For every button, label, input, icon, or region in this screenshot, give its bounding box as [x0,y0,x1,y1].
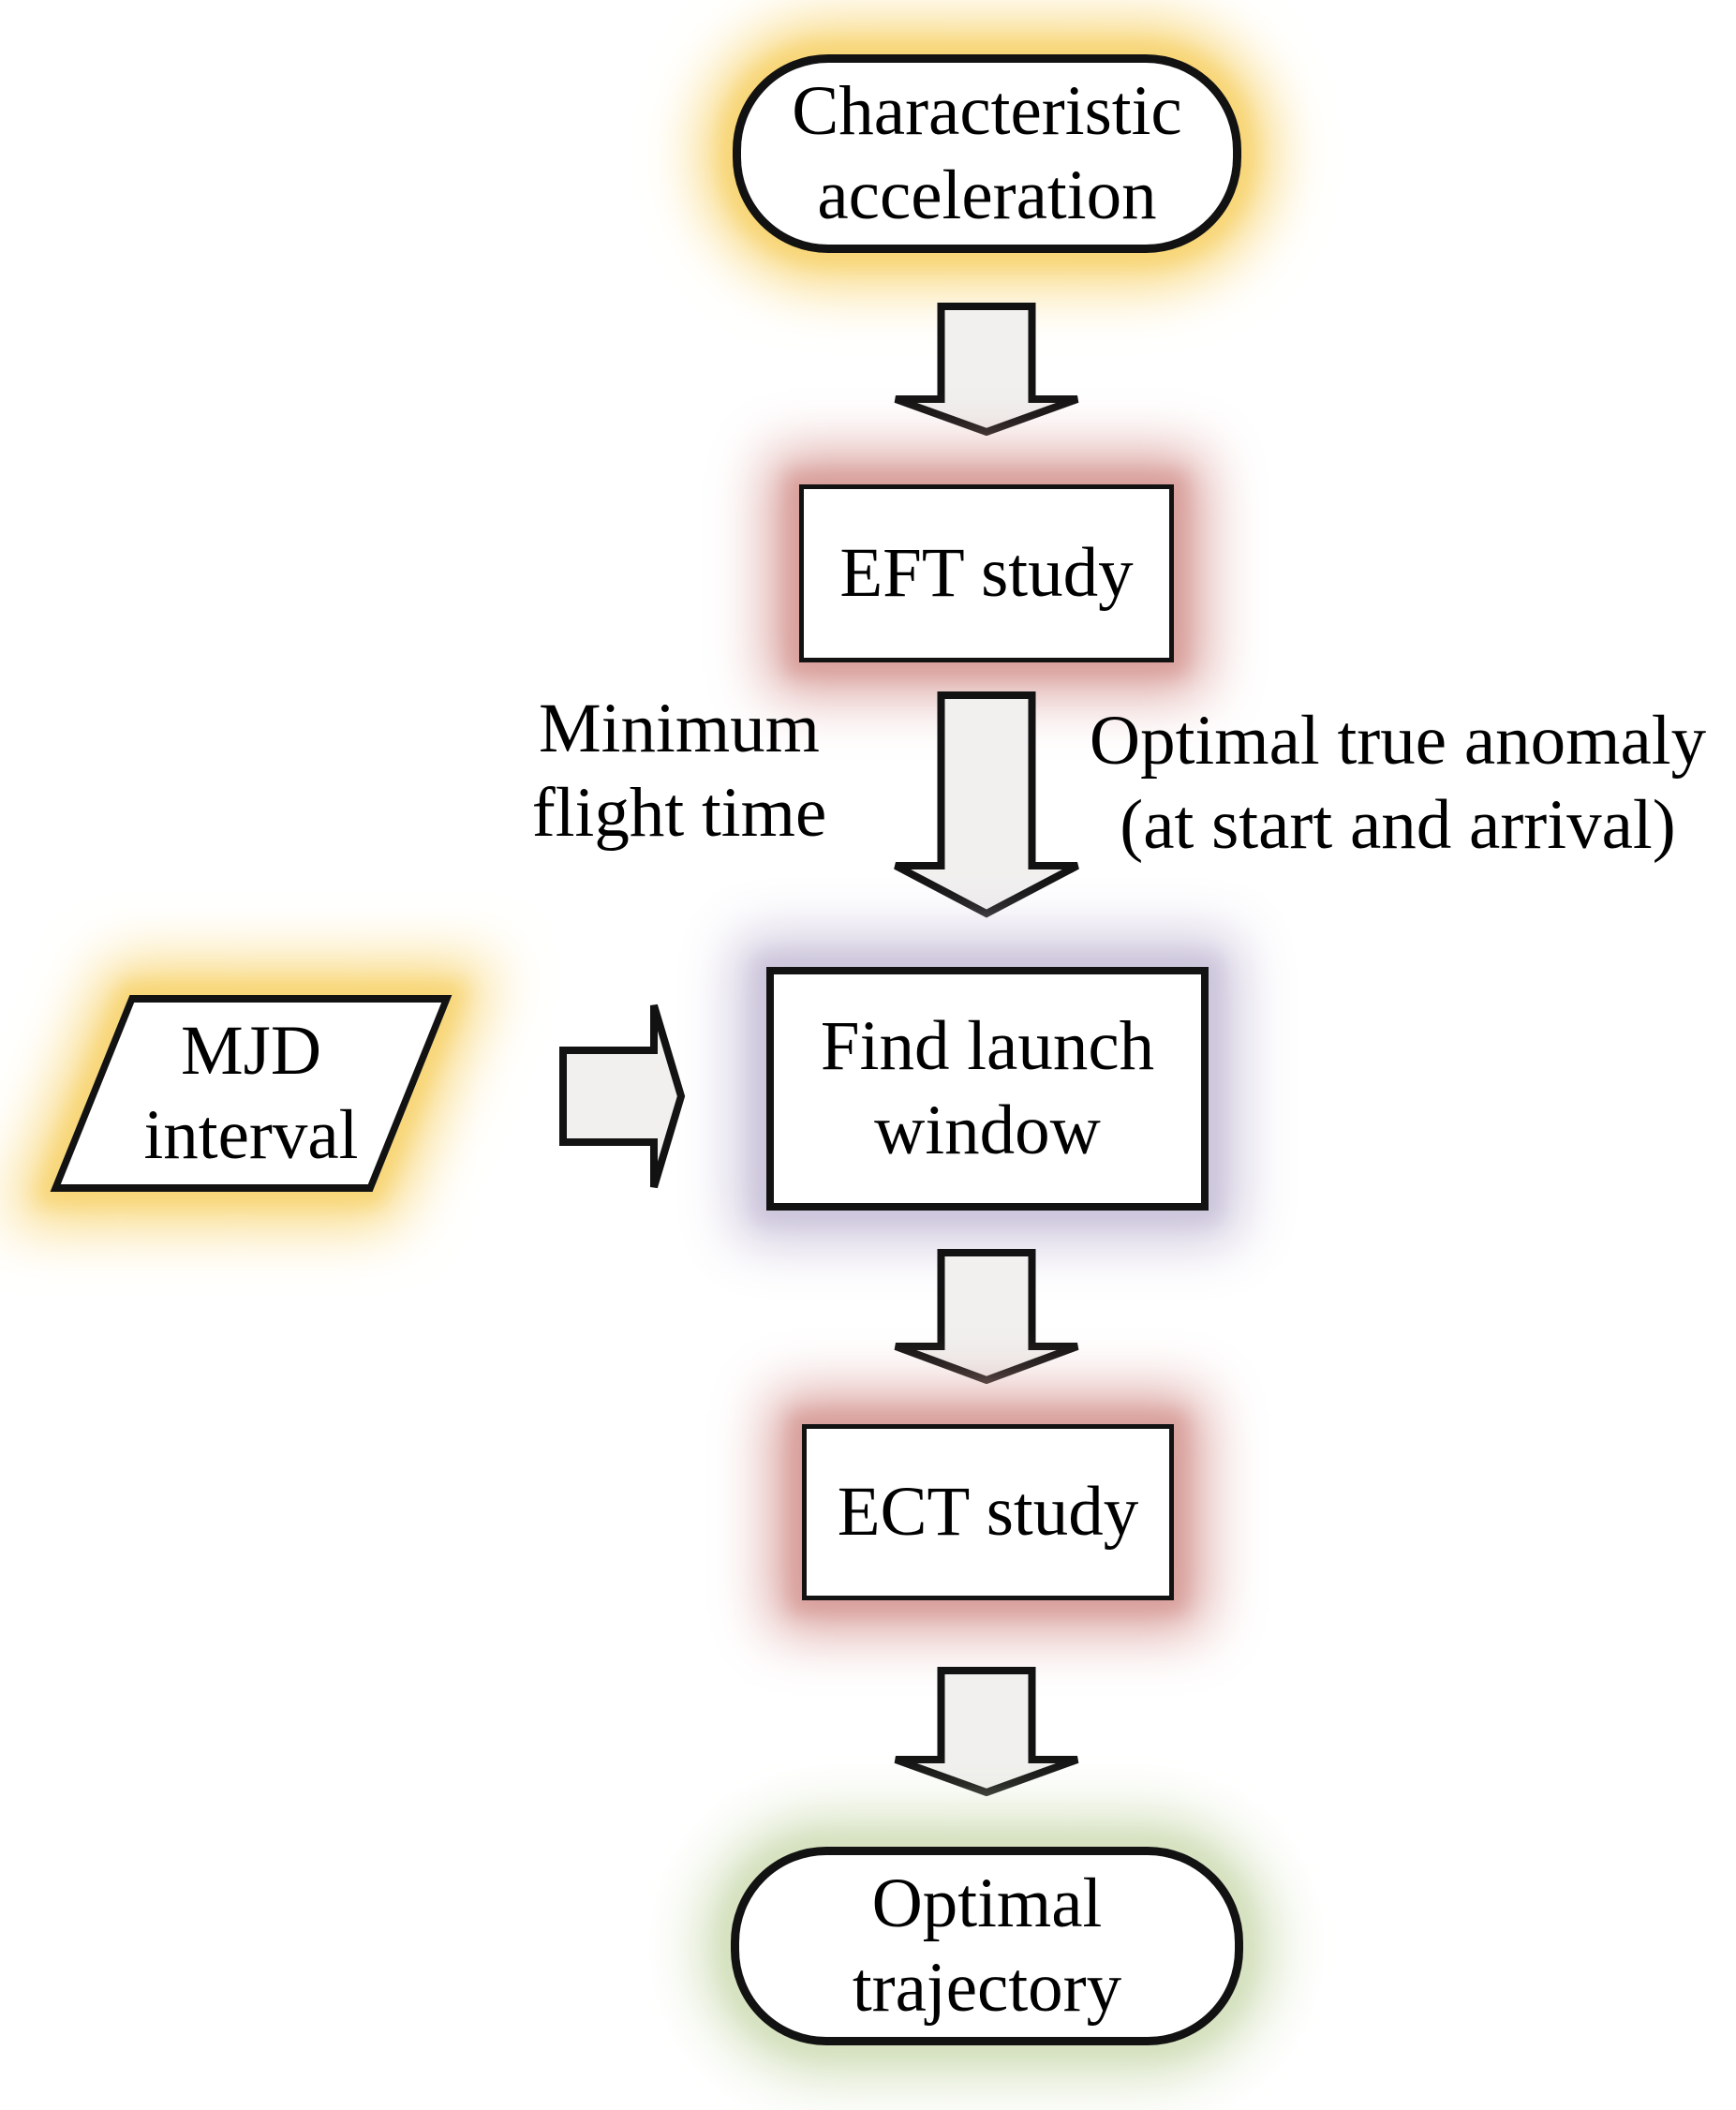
edge-label-minimum-flight-time-line2: flight time [531,774,827,852]
node-mjd-interval-line2: interval [143,1096,359,1174]
edge-label-optimal-true-anomaly: Optimal true anomaly (at start and arriv… [1070,699,1726,868]
node-find-launch-window-line2: window [874,1092,1101,1169]
arrow-down-1 [894,303,1079,436]
node-find-launch-window: Find launch window [766,967,1209,1211]
node-eft-study: EFT study [799,484,1174,662]
node-ect-study-label: ECT study [837,1473,1139,1551]
node-characteristic-acceleration-line2: acceleration [817,156,1157,234]
node-optimal-trajectory-line1: Optimal [871,1865,1103,1942]
edge-label-optimal-true-anomaly-line1: Optimal true anomaly [1089,702,1707,780]
edge-label-optimal-true-anomaly-line2: (at start and arrival) [1120,786,1676,864]
arrow-down-4 [894,1667,1079,1796]
edge-label-minimum-flight-time-line1: Minimum [538,690,821,767]
arrow-down-3 [894,1249,1079,1384]
node-find-launch-window-line1: Find launch [820,1007,1155,1085]
node-characteristic-acceleration: Characteristic acceleration [733,54,1241,253]
node-mjd-interval-line1: MJD [180,1012,322,1090]
node-characteristic-acceleration-line1: Characteristic [792,72,1182,150]
node-optimal-trajectory: Optimal trajectory [731,1847,1243,2045]
edge-label-minimum-flight-time: Minimum flight time [445,687,913,855]
arrow-right-mjd [559,1003,686,1189]
node-mjd-interval-text: MJD interval [111,995,392,1192]
node-optimal-trajectory-line2: trajectory [852,1949,1122,2027]
node-ect-study: ECT study [802,1424,1174,1600]
arrow-down-2 [894,691,1079,918]
node-eft-study-label: EFT study [839,534,1134,612]
